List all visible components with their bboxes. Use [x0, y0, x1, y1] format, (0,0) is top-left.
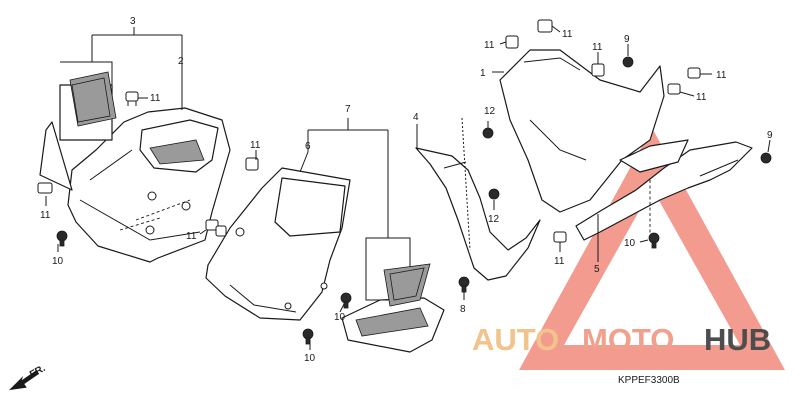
- callout-4: 4: [413, 112, 419, 123]
- callout-11k: 11: [554, 256, 565, 267]
- part-7-center-lower-panel: [341, 237, 445, 353]
- callout-11f: 11: [484, 40, 495, 51]
- bolt-10c: [302, 328, 314, 345]
- clip-fastener-11h: [591, 63, 605, 77]
- bolt-12b: [488, 188, 500, 200]
- callout-2: 2: [178, 56, 184, 67]
- clip-fastener-11d: [245, 157, 259, 171]
- callout-7: 7: [345, 104, 351, 115]
- clip-fastener-11i: [687, 67, 701, 79]
- bolt-10a: [56, 230, 68, 247]
- watermark-triangle: [519, 128, 785, 370]
- part-6-center-lower-cover: [205, 167, 351, 321]
- callout-5: 5: [594, 264, 600, 275]
- watermark-moto: MOTO: [582, 322, 674, 357]
- clip-fastener-11g: [537, 19, 553, 33]
- clip-fastener-11j: [667, 83, 681, 95]
- bolt-10d: [648, 232, 660, 249]
- leader-9b: [767, 139, 771, 153]
- part-1-main-upper-cowl: [499, 49, 665, 213]
- clip-fastener-11e: [215, 225, 227, 237]
- bolt-10b: [340, 292, 352, 309]
- leader-11j: [679, 91, 695, 97]
- callout-1: 1: [480, 68, 486, 79]
- leader-dash-left: [135, 199, 191, 221]
- part-3-left-panel-set: [39, 71, 117, 191]
- callout-11d: 11: [250, 140, 261, 151]
- bolt-8: [458, 276, 470, 293]
- clip-fastener-11k: [553, 231, 567, 243]
- part-2-left-inner-cover: [67, 107, 231, 263]
- front-marker-label: FR.: [28, 363, 48, 381]
- callout-8: 8: [460, 304, 466, 315]
- callout-6: 6: [305, 141, 311, 152]
- callout-12a: 12: [484, 106, 496, 117]
- callout-10a: 10: [52, 256, 64, 267]
- callout-11i: 11: [716, 70, 727, 81]
- bolt-9b: [760, 152, 772, 164]
- leader-11f: [499, 41, 507, 45]
- diagram-code: KPPEF3300B: [618, 375, 680, 386]
- leader-10b: [339, 303, 345, 313]
- callout-bracket-7: [307, 118, 389, 238]
- watermark-auto: AUTO: [472, 322, 559, 357]
- part-4-inner-side-panel: [415, 117, 541, 281]
- leader-dash-left-2: [119, 217, 161, 231]
- leader-11c: [199, 229, 207, 235]
- leader-10d: [639, 239, 649, 243]
- callout-11g: 11: [562, 29, 573, 40]
- grommet-left-1: [145, 191, 191, 235]
- watermark-hub: HUB: [704, 322, 771, 357]
- callout-11c: 11: [186, 231, 197, 242]
- callout-bracket-3b: [60, 61, 113, 85]
- clip-fastener-11f: [505, 35, 519, 49]
- callout-bracket-3: [91, 27, 183, 110]
- callout-12b: 12: [488, 214, 500, 225]
- callout-11a: 11: [150, 93, 161, 104]
- bolt-12a: [482, 127, 494, 139]
- clip-fastener-11a: [125, 91, 139, 106]
- clip-fastener-11b: [37, 182, 53, 194]
- front-direction-arrow-icon: FR.: [8, 363, 48, 391]
- watermark-logo: AUTO MOTO HUB: [472, 322, 771, 357]
- clip-fastener-11c: [205, 219, 219, 231]
- leader-11g: [551, 25, 561, 33]
- callout-10c: 10: [304, 353, 316, 364]
- callout-10d: 10: [624, 238, 636, 249]
- callout-10b: 10: [334, 312, 346, 323]
- part-5-lower-under-cowl: [575, 139, 753, 241]
- callout-9b: 9: [767, 130, 773, 141]
- callout-11h: 11: [592, 42, 603, 53]
- bolt-9a: [622, 56, 634, 68]
- callout-11j: 11: [696, 92, 707, 103]
- callout-9a: 9: [624, 34, 630, 45]
- leader-6: [299, 151, 309, 173]
- callout-3: 3: [130, 16, 136, 27]
- callout-11b: 11: [40, 210, 51, 221]
